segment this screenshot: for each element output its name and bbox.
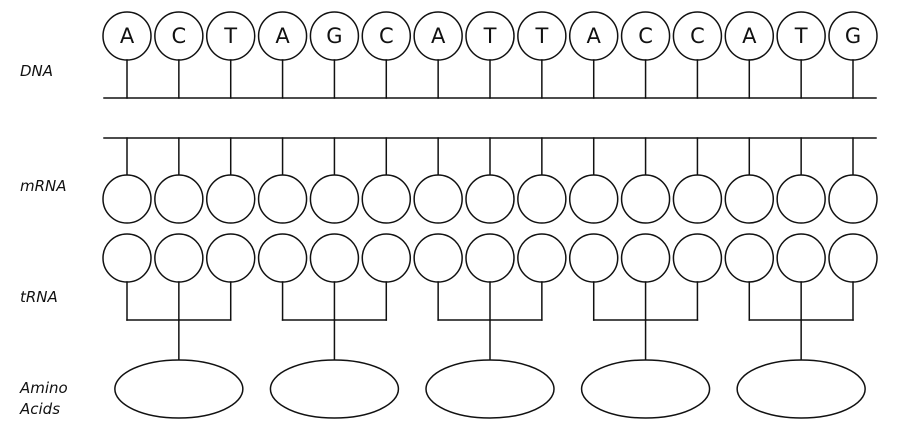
- trna-nucleotide: [257, 233, 308, 283]
- mrna-nucleotide: [724, 174, 775, 224]
- mrna-nucleotide: [257, 174, 308, 224]
- trna-nucleotide: [568, 233, 619, 283]
- mrna-nucleotide: [828, 174, 878, 224]
- trna-nucleotide: [361, 233, 412, 283]
- trna-nucleotide: [776, 233, 826, 283]
- mrna-nucleotide: [517, 174, 567, 224]
- trna-nucleotide: [465, 233, 515, 283]
- trna-nucleotide: [517, 233, 567, 283]
- dna-base-label: G: [845, 24, 861, 48]
- mrna-nucleotide: [568, 174, 619, 224]
- dna-base-label: A: [587, 24, 602, 48]
- trna-nucleotide: [102, 233, 152, 283]
- dna-base-label: T: [223, 24, 237, 48]
- amino-acid: [114, 359, 244, 419]
- amino-acid: [580, 359, 711, 419]
- trna-nucleotide: [154, 233, 204, 283]
- dna-base-label: A: [431, 24, 446, 48]
- trna-nucleotide: [413, 233, 463, 283]
- label-amino-line2: Acids: [20, 400, 61, 418]
- mrna-nucleotide: [620, 174, 671, 224]
- trna-nucleotide: [309, 233, 360, 283]
- mrna-nucleotide: [672, 174, 723, 224]
- dna-base-label: T: [534, 24, 548, 48]
- mrna-nucleotide: [309, 174, 360, 224]
- label-mrna: mRNA: [20, 177, 67, 195]
- trna-nucleotide: [205, 233, 256, 283]
- amino-acid: [425, 359, 555, 419]
- dna-base-label: T: [483, 24, 497, 48]
- mrna-nucleotide: [361, 174, 412, 224]
- mrna-nucleotide: [102, 174, 152, 224]
- dna-base-label: T: [794, 24, 808, 48]
- dna-base-label: A: [120, 24, 135, 48]
- dna-base-label: G: [326, 24, 342, 48]
- trna-nucleotide: [724, 233, 775, 283]
- dna-base-label: C: [172, 24, 187, 48]
- mrna-nucleotide: [776, 174, 826, 224]
- dna-base-label: C: [379, 24, 394, 48]
- label-dna: DNA: [20, 62, 54, 80]
- amino-acid: [736, 359, 866, 419]
- mrna-nucleotide: [205, 174, 256, 224]
- label-trna: tRNA: [20, 288, 58, 306]
- dna-base-label: C: [638, 24, 653, 48]
- amino-acid: [269, 359, 400, 419]
- trna-nucleotide: [828, 233, 878, 283]
- dna-base-label: C: [690, 24, 705, 48]
- dna-base-label: A: [742, 24, 757, 48]
- dna-base-label: A: [275, 24, 290, 48]
- label-amino-line1: Amino: [20, 379, 68, 397]
- mrna-nucleotide: [154, 174, 204, 224]
- trna-nucleotide: [620, 233, 671, 283]
- mrna-nucleotide: [465, 174, 515, 224]
- trna-nucleotide: [672, 233, 723, 283]
- mrna-nucleotide: [413, 174, 463, 224]
